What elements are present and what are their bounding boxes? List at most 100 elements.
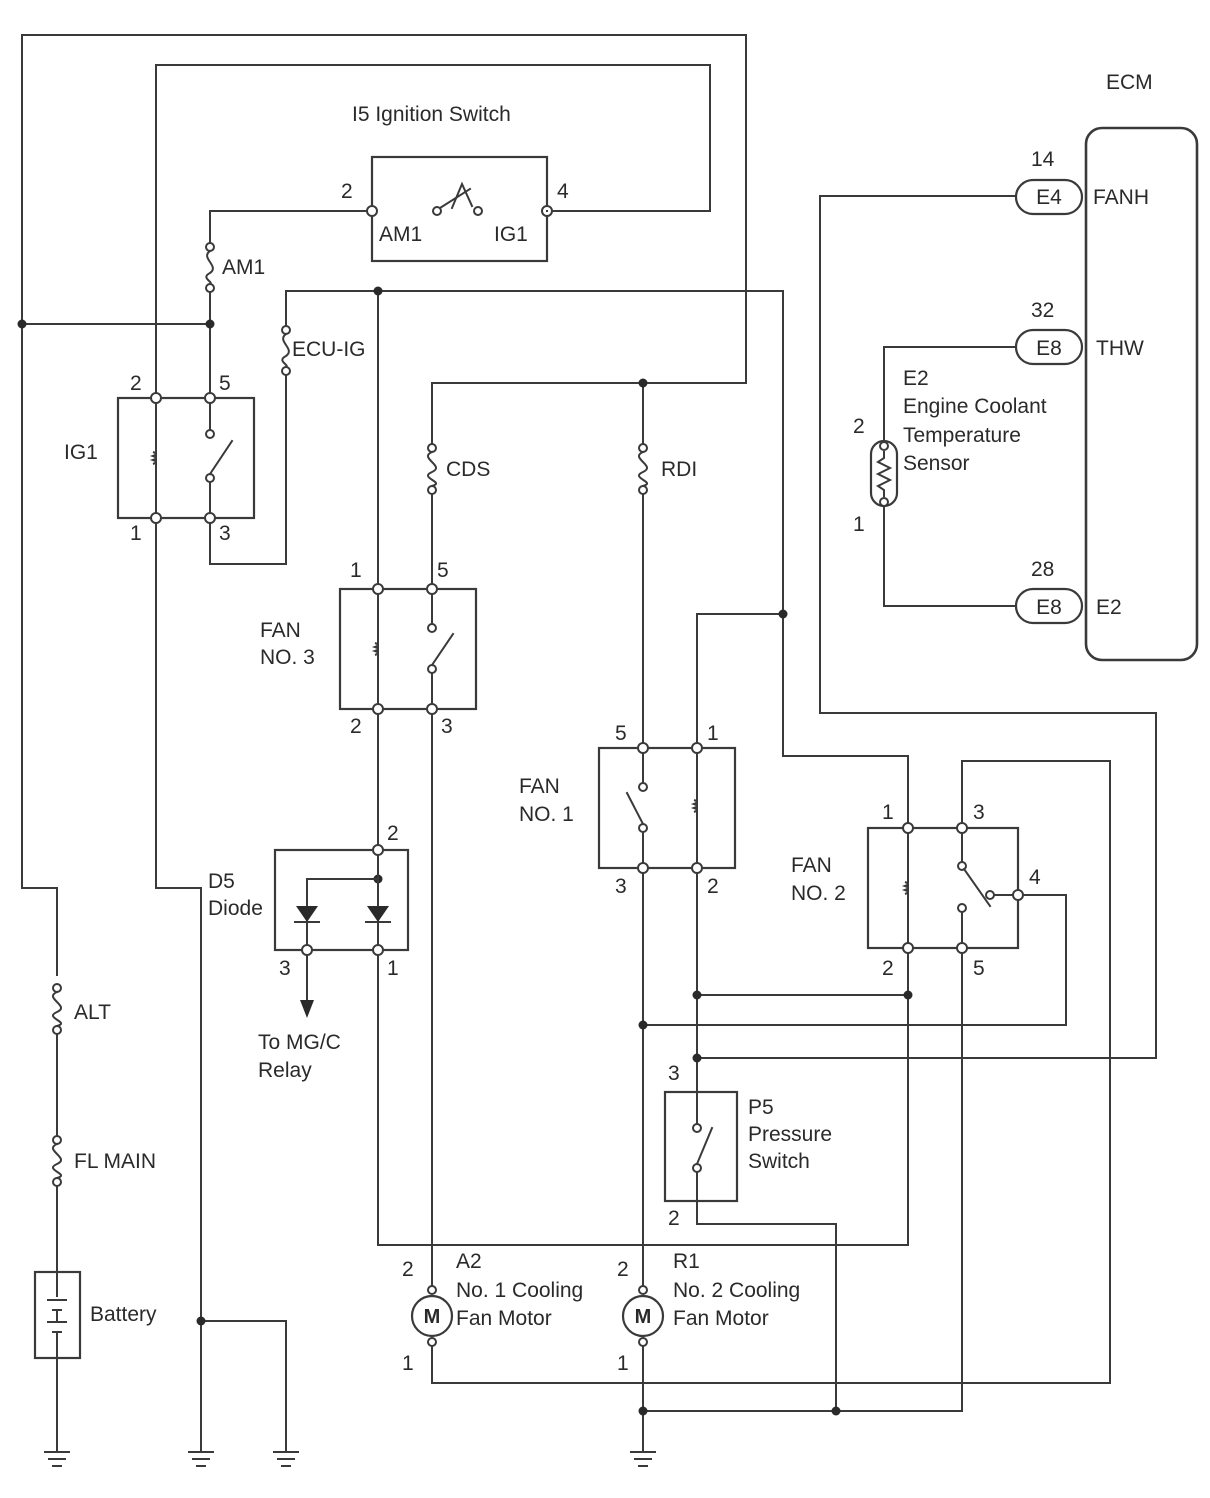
fan1-pin-5: 5 [615,722,627,745]
wire-am1 [209,210,373,246]
junction-dot [638,1406,648,1416]
fan2-pin-5: 5 [973,957,985,980]
ecm-pin-e2: E2 [1096,596,1122,619]
motor-r1-title-2: No. 2 Cooling [673,1279,800,1302]
fan2-pin-2: 2 [882,957,894,980]
junction-dot [903,990,913,1000]
fuse-ecu-ig: ECU-IG [281,325,366,376]
fan3-title-2: NO. 3 [260,646,315,669]
pressure-title-2: Pressure [748,1123,832,1146]
diode-pin-3: 3 [279,957,291,980]
ecm-pin-fanh: FANH [1093,186,1149,209]
wire-fanh [696,195,1157,1059]
diode-pin-2: 2 [387,822,399,845]
ecm-connector-e8-thw: E8 [1036,337,1062,360]
motor-a2-title-3: Fan Motor [456,1307,552,1330]
ecm-connector-e4: E4 [1036,186,1062,209]
ignition-label-am1: AM1 [379,223,422,246]
fan3-pin-2: 2 [350,715,362,738]
fuse-am1-label: AM1 [222,256,265,279]
motor-a2-title-2: No. 1 Cooling [456,1279,583,1302]
junction-dot [17,319,27,329]
motor-r1-title-3: Fan Motor [673,1307,769,1330]
wire-fan1-pin1-bus [696,613,784,749]
fan2-title-2: NO. 2 [791,882,846,905]
sensor-title-3: Temperature [903,424,1021,447]
fan1-relay: FAN NO. 1 5 1 3 2 [519,722,737,898]
motor-r1-symbol: M [635,1306,652,1328]
fuse-cds-label: CDS [446,458,490,481]
junction-dot [831,1406,841,1416]
sensor-title-4: Sensor [903,452,970,475]
diode-destination-1: To MG/C [258,1031,341,1054]
wire-fan2-pin3-motor-a2 [431,760,1111,1384]
diode-title-1: D5 [208,870,235,893]
pressure-title-3: Switch [748,1150,810,1173]
battery-label: Battery [90,1303,157,1326]
fuse-rdi-label: RDI [661,458,697,481]
sensor-pin-2: 2 [853,415,865,438]
diode-destination-2: Relay [258,1059,312,1082]
fuse-alt-label: ALT [74,1001,111,1024]
ignition-switch-title: I5 Ignition Switch [352,103,511,126]
junction-dot [638,1020,648,1030]
fan2-pin-3: 3 [973,801,985,824]
diode-d5: D5 Diode 2 3 1 To MG/C Relay [208,822,410,1082]
junction-dot [205,319,215,329]
sensor-title-1: E2 [903,367,929,390]
junction-dot [692,1053,702,1063]
ecm-pin-32: 32 [1031,299,1054,322]
fuse-ecu-ig-label: ECU-IG [292,338,366,361]
battery: Battery [33,1270,157,1360]
ecm-pin-28: 28 [1031,558,1054,581]
fan2-pin-4: 4 [1029,866,1041,889]
ground-icon [44,1451,70,1467]
ig1-pin-3: 3 [219,522,231,545]
motor-r1-pin-2: 2 [617,1258,629,1281]
sensor-pin-1: 1 [853,513,865,536]
fan1-pin-2: 2 [707,875,719,898]
fan2-pin-1: 1 [882,801,894,824]
ignition-switch: I5 Ignition Switch 2 4 AM1 IG1 [341,103,569,263]
pressure-switch-p5: 3 2 P5 Pressure Switch [663,1062,832,1230]
motor-r1: M 2 1 R1 No. 2 Cooling Fan Motor [617,1250,800,1375]
wires [21,34,1157,1451]
ig1-relay-title: IG1 [64,441,98,464]
diode-pin-1: 1 [387,957,399,980]
fuse-rdi: RDI [638,443,697,495]
fuse-alt: ALT [52,983,111,1035]
junction-dot [638,378,648,388]
ignition-pin-4: 4 [557,180,569,203]
fan2-relay: FAN NO. 2 1 3 4 2 5 [791,801,1041,980]
ignition-label-ig1: IG1 [494,223,528,246]
ig1-relay: IG1 2 5 1 3 [64,372,256,545]
diode-title-2: Diode [208,897,263,920]
fan3-title-1: FAN [260,619,301,642]
ground-icon [188,1451,214,1467]
junction-dot [373,286,383,296]
ground-icon [273,1451,299,1467]
fuse-fl-main-label: FL MAIN [74,1150,156,1173]
fuse-cds: CDS [427,443,490,495]
fan3-pin-1: 1 [350,559,362,582]
pressure-pin-3: 3 [668,1062,680,1085]
fan3-pin-5: 5 [437,559,449,582]
ignition-pin-2: 2 [341,180,353,203]
ecm-connector-e8-e2: E8 [1036,596,1062,619]
coolant-temp-sensor: 2 1 E2 Engine Coolant Temperature Sensor [853,367,1047,536]
ground-icon [630,1451,656,1467]
fan1-pin-3: 3 [615,875,627,898]
pressure-pin-2: 2 [668,1207,680,1230]
wire-sensor-thw [883,346,1017,442]
ecm-title: ECM [1106,71,1153,94]
wire-fan2-pin4-return [642,894,1067,1026]
wire-main-power [21,34,747,976]
motor-a2-symbol: M [424,1306,441,1328]
motor-r1-title-1: R1 [673,1250,700,1273]
wire-ig1-pin1-ground [155,517,202,1451]
ig1-pin-2: 2 [130,372,142,395]
motor-r1-pin-1: 1 [617,1352,629,1375]
ig1-pin-5: 5 [219,372,231,395]
ig1-pin-1: 1 [130,522,142,545]
